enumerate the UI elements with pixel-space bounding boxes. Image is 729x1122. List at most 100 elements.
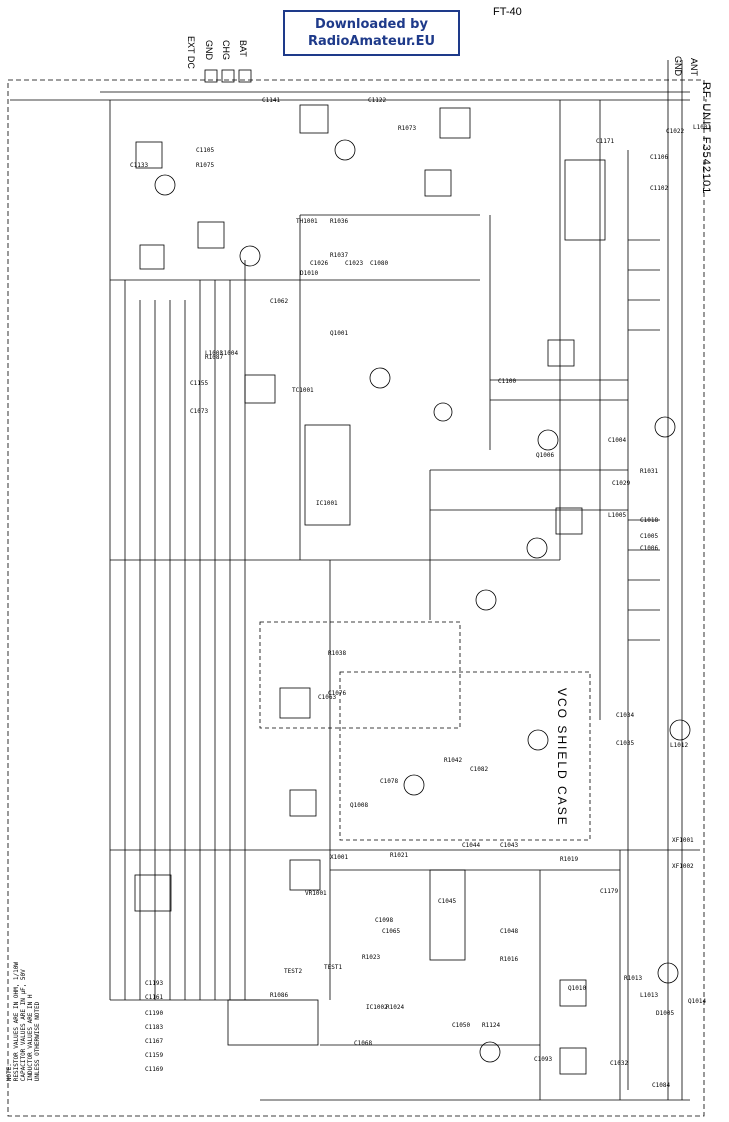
component-label: C1098 <box>375 917 394 924</box>
component-label: XF1001 <box>672 837 694 844</box>
unit-boundary <box>7 79 705 1117</box>
component-label: C1193 <box>145 980 164 987</box>
vco-shield-label: VCO SHIELD CASE <box>555 688 569 827</box>
component-label: C1029 <box>612 480 631 487</box>
component-label: R1024 <box>386 1004 405 1011</box>
component-label: R1038 <box>328 650 347 657</box>
component-label: C1043 <box>500 842 519 849</box>
component-label: C1034 <box>616 712 635 719</box>
component-label: TH1001 <box>296 218 318 225</box>
component-label: IC1001 <box>316 500 338 507</box>
component-label: IC1002 <box>366 1004 388 1011</box>
component-label: R1019 <box>560 856 579 863</box>
component-label: C1035 <box>616 740 635 747</box>
component-label: C1179 <box>600 888 619 895</box>
component-label: C1106 <box>650 154 669 161</box>
connector-chg: CHG <box>221 40 231 60</box>
component-label: R1036 <box>330 218 349 225</box>
component-label: C1006 <box>640 545 659 552</box>
component-label: C1050 <box>452 1022 471 1029</box>
component-label: R1013 <box>624 975 643 982</box>
component-label: C1105 <box>196 147 215 154</box>
component-label: C1171 <box>596 138 615 145</box>
component-label: C1169 <box>145 1066 164 1073</box>
component-label: L1013 <box>640 992 659 999</box>
component-label: R1031 <box>640 468 659 475</box>
component-label: C1062 <box>270 298 289 305</box>
component-label: C1032 <box>610 1060 629 1067</box>
connector-gnd: GND <box>673 56 683 76</box>
ic1001 <box>304 424 351 526</box>
component-label: C1048 <box>500 928 519 935</box>
component-label: C1155 <box>190 380 209 387</box>
component-label: TEST2 <box>284 968 303 975</box>
component-label: C1190 <box>145 1010 164 1017</box>
component-label: C1076 <box>328 690 347 697</box>
connector-bat: BAT <box>238 40 248 57</box>
component-label: Q1010 <box>568 985 587 992</box>
component-label: C1018 <box>640 517 659 524</box>
component-label: C1093 <box>534 1056 553 1063</box>
component-label: C1082 <box>470 766 489 773</box>
component-label: Q1014 <box>688 998 707 1005</box>
component-label: R1023 <box>362 954 381 961</box>
component-label: C1005 <box>640 533 659 540</box>
component-label: C1183 <box>145 1024 164 1031</box>
component-label: TC1001 <box>292 387 314 394</box>
component-label: C1161 <box>145 994 164 1001</box>
component-label: VR1001 <box>305 890 327 897</box>
component-label: D1010 <box>300 270 319 277</box>
component-label: D1005 <box>656 1010 675 1017</box>
component-label: R1086 <box>270 992 289 999</box>
component-label: R1073 <box>398 125 417 132</box>
component-label: C1080 <box>370 260 389 267</box>
component-label: TEST1 <box>324 964 343 971</box>
component-label: Q1006 <box>536 452 555 459</box>
banner-line2: RadioAmateur.EU <box>307 34 436 49</box>
component-label: C1159 <box>145 1052 164 1059</box>
connector-ext-dc: EXT DC <box>186 36 196 69</box>
vco-inner-boundary <box>259 621 461 729</box>
component-label: C1102 <box>650 185 669 192</box>
component-label: R1124 <box>482 1022 501 1029</box>
connector-ant: ANT <box>689 58 699 76</box>
component-label: L1001 <box>693 124 712 131</box>
component-label: L1012 <box>670 742 689 749</box>
component-label: Q1001 <box>330 330 349 337</box>
component-label: X1001 <box>330 854 349 861</box>
connector-block <box>227 999 319 1046</box>
component-label: R1042 <box>444 757 463 764</box>
display-module <box>564 159 606 241</box>
component-label: R1021 <box>390 852 409 859</box>
component-label: L1003 <box>205 350 224 357</box>
banner-line1: Downloaded by <box>315 17 428 32</box>
component-label: C1004 <box>608 437 627 444</box>
component-label: C1044 <box>462 842 481 849</box>
model-label: FT-40 <box>493 6 522 18</box>
component-label: C1073 <box>190 408 209 415</box>
component-label: Q1008 <box>350 802 369 809</box>
component-label: C1068 <box>354 1040 373 1047</box>
vco-shield-boundary <box>339 671 591 841</box>
component-label: R1016 <box>500 956 519 963</box>
component-label: C1022 <box>666 128 685 135</box>
component-label: R1037 <box>330 252 349 259</box>
component-label: C1122 <box>368 97 387 104</box>
component-label: C1167 <box>145 1038 164 1045</box>
component-label: C1063 <box>318 694 337 701</box>
component-label: C1023 <box>345 260 364 267</box>
connector-gnd2: GND <box>204 40 214 60</box>
download-banner: Downloaded by RadioAmateur.EU <box>283 10 460 56</box>
component-label: C1078 <box>380 778 399 785</box>
component-label: C1100 <box>498 378 517 385</box>
component-label: XF1002 <box>672 863 694 870</box>
component-label: L1004 <box>220 350 239 357</box>
component-label: C1084 <box>652 1082 671 1089</box>
unit-title: RF-UNIT F3542101 <box>700 82 712 195</box>
component-label: C1065 <box>382 928 401 935</box>
component-label: C1133 <box>130 162 149 169</box>
component-label: L1005 <box>608 512 627 519</box>
component-label: C1026 <box>310 260 329 267</box>
component-label: C1045 <box>438 898 457 905</box>
